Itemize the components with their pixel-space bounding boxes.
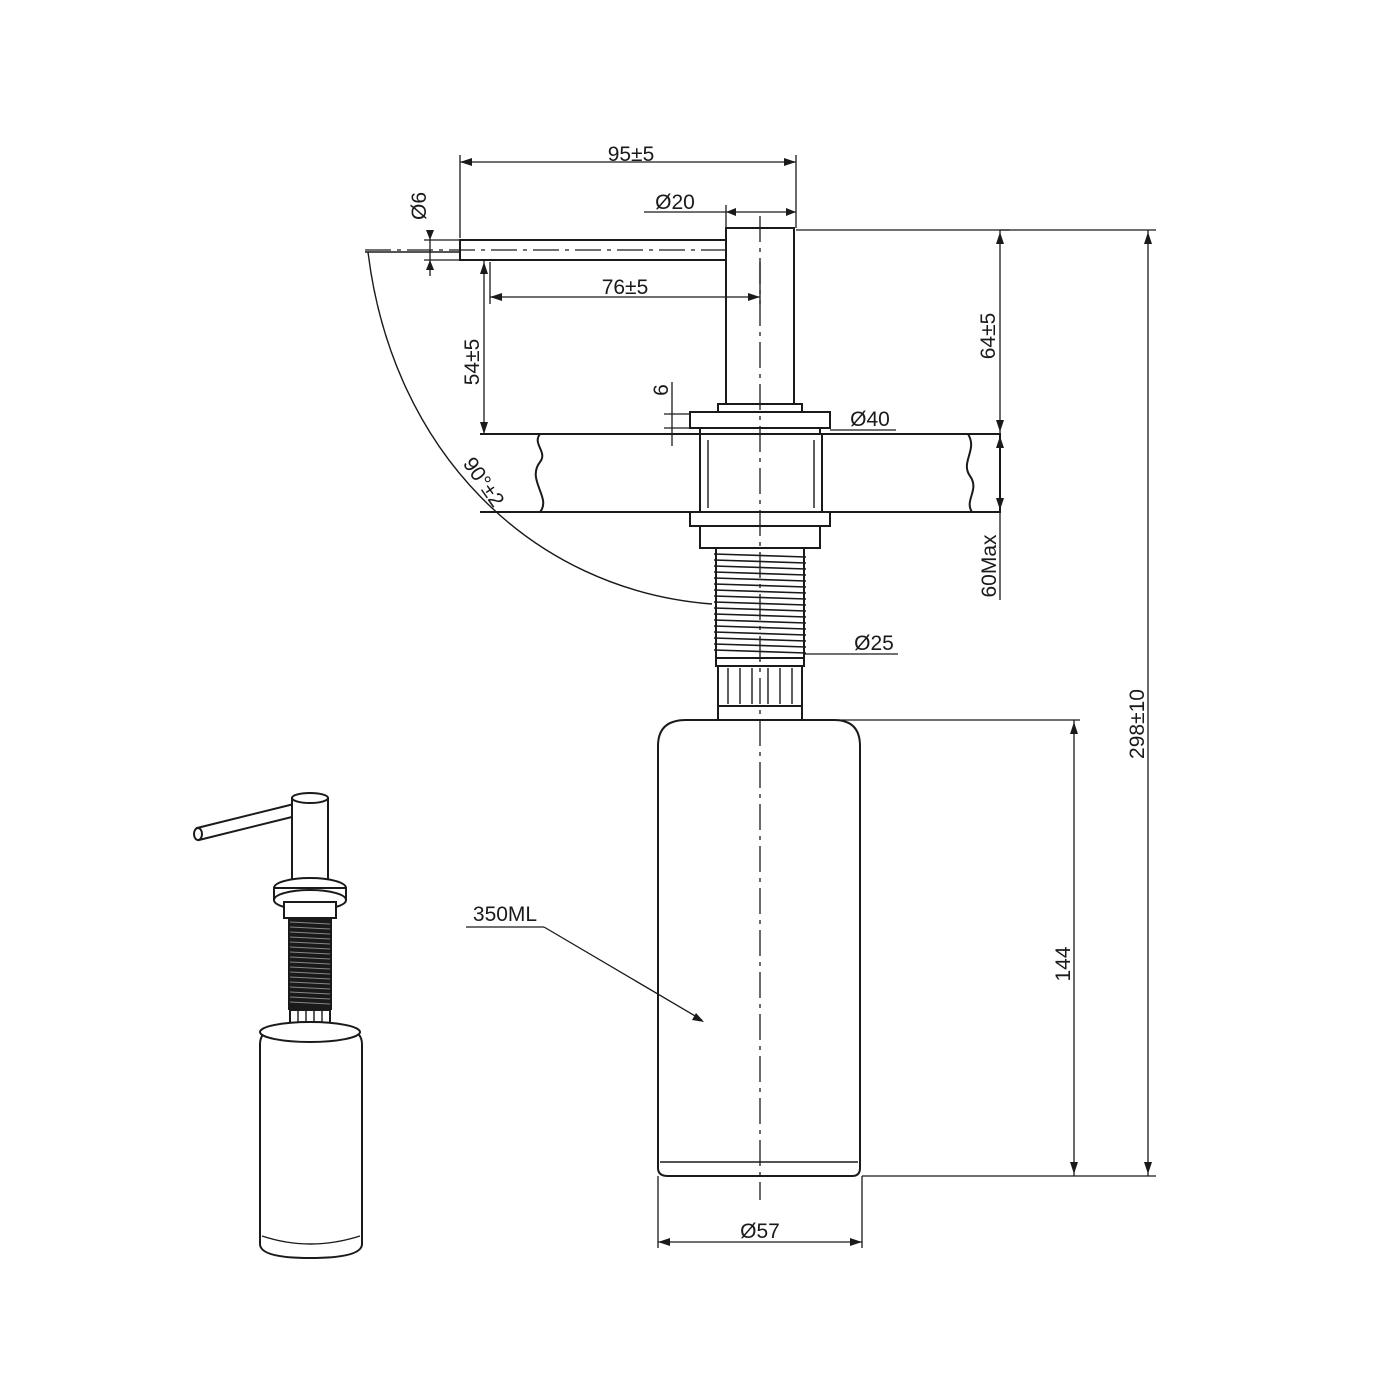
isometric-view bbox=[193, 792, 363, 1260]
iso-thread-ridge bbox=[289, 966, 331, 970]
dim-spout-length: 95±5 bbox=[608, 143, 655, 166]
thread-ridge bbox=[713, 631, 807, 636]
thread-ridge bbox=[713, 577, 807, 582]
iso-thread-ridge bbox=[289, 986, 331, 990]
iso-thread-ridge bbox=[289, 946, 331, 950]
iso-thread-ridge bbox=[289, 971, 331, 975]
dim-flange-diameter: Ø40 bbox=[850, 408, 890, 431]
iso-thread-ridge bbox=[289, 991, 331, 995]
dim-overall-height: 298±10 bbox=[1126, 689, 1149, 759]
iso-thread-ridge bbox=[289, 936, 331, 940]
iso-thread-ridge bbox=[289, 981, 331, 985]
dim-spout-diameter: Ø6 bbox=[408, 192, 431, 220]
dim-spout-height: 54±5 bbox=[461, 339, 484, 386]
dim-flange-thickness: 6 bbox=[650, 384, 673, 396]
callout-bottle-capacity: 350ML bbox=[473, 903, 537, 926]
swivel-arc bbox=[367, 251, 713, 605]
iso-thread-ridge bbox=[289, 941, 331, 945]
dim-shank-diameter: Ø25 bbox=[854, 632, 894, 655]
iso-thread-ridge bbox=[289, 921, 331, 925]
dim-spout-reach: 76±5 bbox=[602, 276, 649, 299]
dim-bottle-height: 144 bbox=[1052, 946, 1075, 981]
bottle bbox=[657, 719, 861, 1177]
dim-head-diameter: Ø20 bbox=[655, 191, 695, 214]
iso-thread-ridge bbox=[289, 961, 331, 965]
iso-thread-ridge bbox=[289, 931, 331, 935]
dim-head-height: 64±5 bbox=[977, 313, 1000, 360]
iso-thread-ridge bbox=[289, 956, 331, 960]
thread-ridge bbox=[713, 619, 807, 624]
iso-thread-ridge bbox=[289, 1001, 331, 1005]
iso-thread-ridge bbox=[289, 976, 331, 980]
thread-ridge bbox=[713, 589, 807, 594]
dim-swivel-angle: 90°±2 bbox=[458, 453, 508, 511]
iso-thread-ridge bbox=[289, 996, 331, 1000]
spout-arm bbox=[365, 239, 745, 261]
dim-max-counter-thickness: 60Max bbox=[978, 534, 1001, 598]
dimension-lines bbox=[424, 155, 1156, 1248]
iso-thread-ridge bbox=[289, 926, 331, 930]
dim-bottle-diameter: Ø57 bbox=[740, 1220, 780, 1243]
main-elevation bbox=[365, 216, 1001, 1200]
mounting-body bbox=[699, 433, 823, 515]
iso-thread-ridge bbox=[289, 951, 331, 955]
